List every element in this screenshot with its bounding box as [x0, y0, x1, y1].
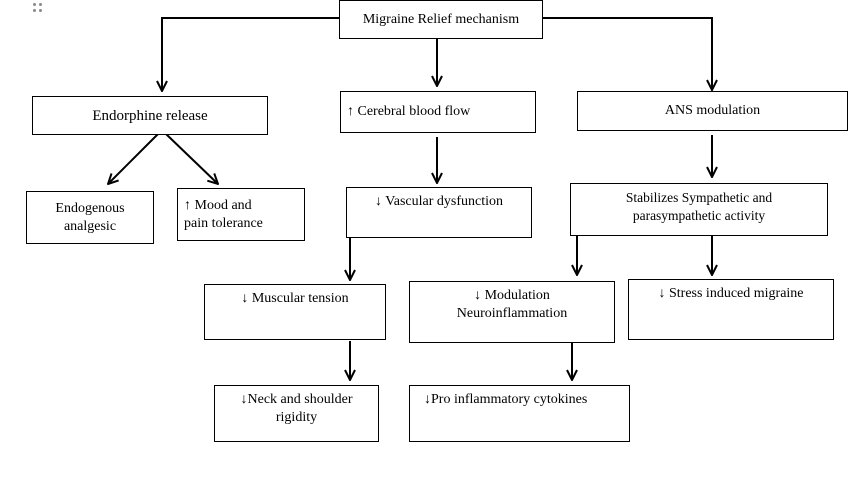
stabilizes-activity-node: Stabilizes Sympathetic and parasympathet… [570, 183, 828, 236]
muscular-tension-node: ↓ Muscular tension [204, 284, 386, 340]
root-label: Migraine Relief mechanism [362, 11, 520, 27]
endogenous-analgesic-line-2: analgesic [63, 218, 117, 234]
modulation-neuroinflammation-line-1: ↓ Modulation [474, 288, 550, 303]
arrow-root-to-ans [542, 17, 712, 90]
modulation-neuroinflammation-node: ↓ Modulation Neuroinflammation [409, 281, 615, 343]
neck-shoulder-rigidity-node: ↓Neck and shoulder rigidity [214, 385, 379, 442]
stress-induced-migraine-label: ↓ Stress induced migraine [658, 286, 804, 301]
stabilizes-activity-line-2: parasympathetic activity [632, 208, 766, 223]
pro-inflammatory-cytokines-node: ↓Pro inflammatory cytokines [409, 385, 630, 442]
stabilizes-activity-line-1: Stabilizes Sympathetic and [625, 190, 773, 205]
endogenous-analgesic-line-1: Endogenous [55, 200, 125, 216]
mood-pain-tolerance-line-2: pain tolerance [184, 215, 263, 231]
cerebral-blood-flow-node: ↑ Cerebral blood flow [340, 91, 536, 133]
modulation-neuroinflammation-line-2: Neuroinflammation [456, 306, 568, 321]
drag-handle-icon[interactable] [33, 3, 43, 13]
vascular-dysfunction-label: ↓ Vascular dysfunction [374, 194, 504, 209]
neck-shoulder-rigidity-line-1: ↓Neck and shoulder [240, 392, 353, 407]
root-node: Migraine Relief mechanism [339, 0, 543, 39]
neck-shoulder-rigidity-line-2: rigidity [275, 410, 318, 425]
mood-pain-tolerance-node: ↑ Mood and pain tolerance [177, 188, 305, 241]
stress-induced-migraine-node: ↓ Stress induced migraine [628, 279, 834, 340]
muscular-tension-label: ↓ Muscular tension [241, 291, 349, 306]
endorphine-release-node: Endorphine release [32, 96, 268, 135]
pro-inflammatory-cytokines-label: ↓Pro inflammatory cytokines [424, 392, 588, 407]
arrow-endorphine-to-mood [165, 133, 218, 184]
vascular-dysfunction-node: ↓ Vascular dysfunction [346, 187, 532, 238]
cerebral-blood-flow-label: ↑ Cerebral blood flow [347, 104, 471, 119]
arrow-root-to-endorphine [162, 17, 340, 91]
endorphine-release-label: Endorphine release [92, 107, 208, 124]
ans-modulation-label: ANS modulation [664, 103, 761, 118]
arrow-endorphine-to-endogenous [108, 133, 159, 184]
mood-pain-tolerance-line-1: ↑ Mood and [184, 197, 252, 213]
ans-modulation-node: ANS modulation [577, 91, 848, 131]
endogenous-analgesic-node: Endogenous analgesic [26, 191, 154, 244]
